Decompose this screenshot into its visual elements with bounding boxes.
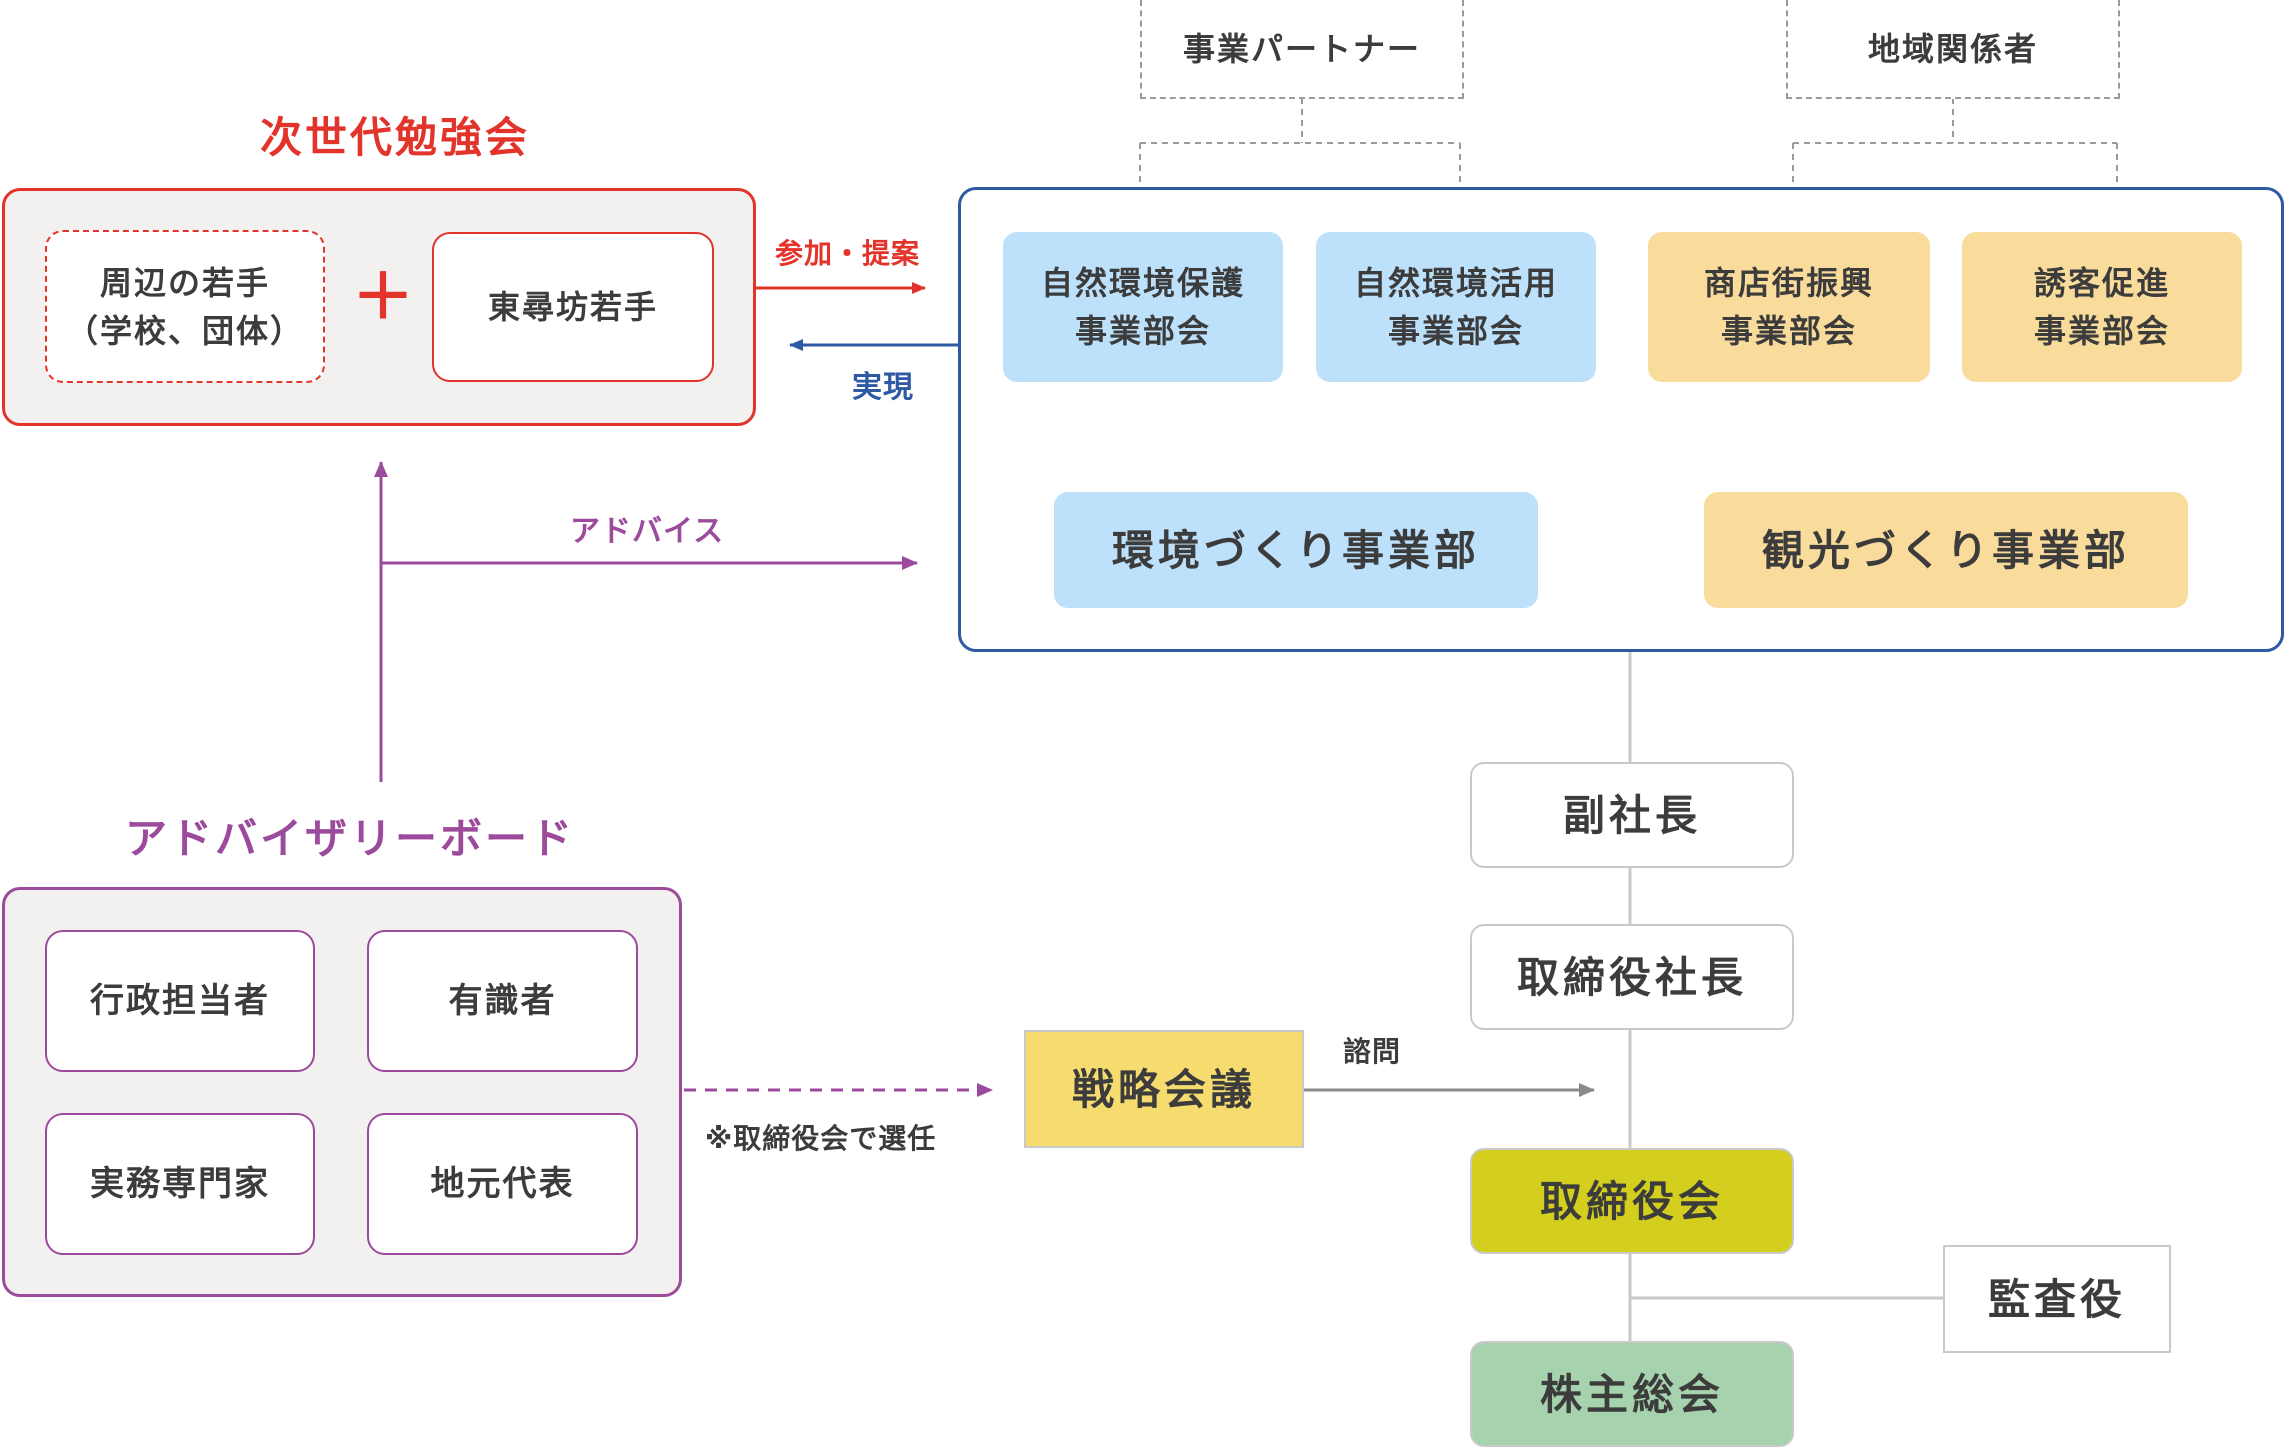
customer-attraction-committee: 誘客促進 事業部会 (1962, 232, 2242, 382)
business-partner-box: 事業パートナー (1140, 0, 1464, 99)
appointed-note: ※取締役会で選任 (705, 1122, 937, 1155)
strategy-meeting-box: 戦略会議 (1024, 1030, 1304, 1148)
advice-label: アドバイス (570, 514, 725, 549)
participate-label: 参加・提案 (775, 237, 921, 270)
shareholders-meeting-box: 株主総会 (1470, 1341, 1794, 1447)
nature-use-committee: 自然環境活用 事業部会 (1316, 232, 1596, 382)
management-spine (1628, 652, 1943, 1341)
plus-sign: ＋ (351, 260, 414, 333)
tourism-division: 観光づくり事業部 (1704, 492, 2188, 608)
advisory-member-expert: 有識者 (367, 930, 638, 1072)
advisory-member-practitioner: 実務専門家 (45, 1113, 315, 1255)
consult-label: 諮問 (1343, 1035, 1402, 1068)
study-group-title: 次世代勉強会 (259, 113, 530, 162)
president-box: 取締役社長 (1470, 924, 1794, 1030)
advisory-board-title: アドバイザリーボード (124, 814, 575, 863)
advisory-member-local: 地元代表 (367, 1113, 638, 1255)
advisory-member-admin: 行政担当者 (45, 930, 315, 1072)
nature-protection-committee: 自然環境保護 事業部会 (1003, 232, 1283, 382)
vice-president-box: 副社長 (1470, 762, 1794, 868)
shopping-street-committee: 商店街振興 事業部会 (1648, 232, 1930, 382)
board-of-directors-box: 取締役会 (1470, 1148, 1794, 1254)
environment-division: 環境づくり事業部 (1054, 492, 1538, 608)
local-stakeholders-box: 地域関係者 (1786, 0, 2120, 99)
auditor-box: 監査役 (1943, 1245, 2171, 1353)
realize-label: 実現 (852, 370, 914, 405)
young-people-outside-box: 周辺の若手 （学校、団体） (45, 230, 325, 383)
tojinbo-young-box: 東尋坊若手 (432, 232, 714, 382)
